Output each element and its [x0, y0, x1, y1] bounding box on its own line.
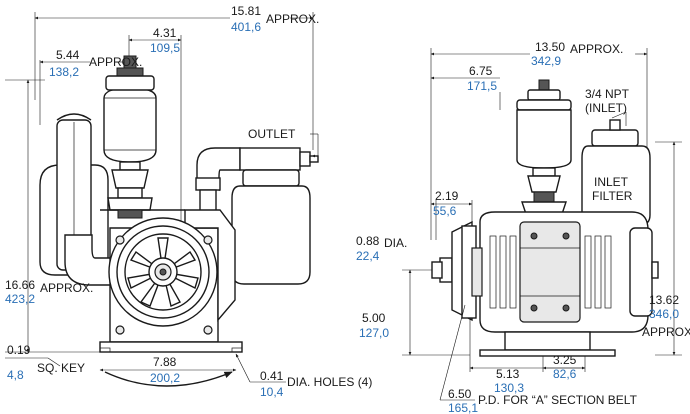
side-npt-label-2: (INLET): [585, 101, 627, 115]
side-left-to-filter-mm: 171,5: [467, 79, 497, 93]
side-depth-note: APPROX.: [642, 325, 690, 339]
front-key-mm: 4,8: [7, 368, 24, 382]
front-left-to-filter-in: 5.44: [56, 48, 80, 62]
side-depth-mm: 346,0: [649, 307, 679, 321]
side-shaft-dia-in: 0.88: [356, 234, 380, 248]
side-shaft-height-mm: 127,0: [359, 326, 389, 340]
front-height-mm: 423,2: [5, 292, 35, 306]
side-pd-mm: 165,1: [448, 401, 478, 414]
side-shaft-dia-mm: 22,4: [356, 249, 380, 263]
side-inlet-filter-2: FILTER: [592, 189, 633, 203]
front-overall-width-mm: 401,6: [231, 20, 261, 34]
front-base-mm: 200,2: [150, 371, 180, 385]
side-pd-in: 6.50: [448, 387, 472, 401]
front-key-label: SQ. KEY: [37, 361, 85, 375]
side-pd-label: P.D. FOR “A” SECTION BELT: [478, 393, 638, 407]
front-left-to-filter-mm: 138,2: [49, 65, 79, 79]
front-holes-label: DIA. HOLES (4): [287, 375, 372, 389]
front-holes-mm: 10,4: [260, 385, 284, 399]
front-view: [5, 12, 319, 387]
front-filter-to-center-in: 4.31: [153, 26, 177, 40]
side-base-b-mm: 82,6: [553, 367, 577, 381]
side-shaft-dia-label: DIA.: [384, 236, 407, 250]
side-npt-label-1: 3/4 NPT: [585, 87, 630, 101]
side-base-a-mm: 130,3: [494, 381, 524, 395]
front-holes-in: 0.41: [260, 369, 284, 383]
front-overall-width-note: APPROX.: [266, 12, 319, 26]
front-base-in: 7.88: [153, 355, 177, 369]
side-shaft-height-in: 5.00: [362, 311, 386, 325]
side-left-to-filter-in: 6.75: [469, 64, 493, 78]
side-inlet-filter-1: INLET: [594, 175, 629, 189]
side-base-b-in: 3.25: [553, 353, 577, 367]
front-height-note: APPROX.: [40, 281, 93, 295]
side-overall-width-in: 13.50: [535, 40, 565, 54]
side-overall-width-mm: 342,9: [531, 54, 561, 68]
side-overall-width-note: APPROX.: [570, 42, 623, 56]
side-pulley-width-mm: 55,6: [433, 204, 457, 218]
front-outlet-label: OUTLET: [248, 127, 296, 141]
side-depth-in: 13.62: [649, 293, 679, 307]
front-left-to-filter-note: APPROX.: [89, 55, 142, 69]
front-key-in: 0.19: [7, 343, 31, 357]
front-overall-width-in: 15.81: [231, 4, 261, 18]
front-filter-to-center-mm: 109,5: [150, 41, 180, 55]
side-pulley-width-in: 2.19: [435, 189, 459, 203]
side-view: [402, 48, 682, 401]
front-height-in: 16.66: [5, 278, 35, 292]
side-base-a-in: 5.13: [496, 367, 520, 381]
